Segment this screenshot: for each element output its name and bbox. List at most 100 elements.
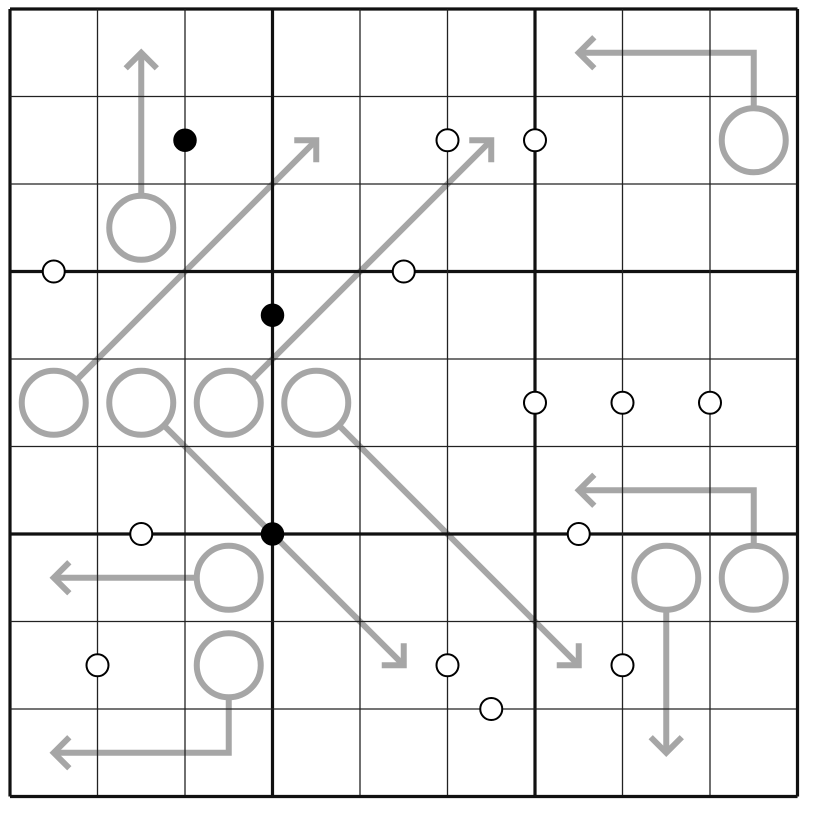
- cell-r7c7[interactable]: [535, 534, 623, 622]
- white-dot: [523, 390, 547, 415]
- arrow-9: [574, 472, 789, 613]
- arrow-shaft: [336, 423, 581, 668]
- arrow-2: [574, 35, 789, 176]
- arrow-shaft: [249, 138, 494, 383]
- cell-r3c4[interactable]: [272, 184, 361, 272]
- black-dot: [260, 522, 285, 546]
- white-dot: [523, 128, 547, 153]
- white-dot: [435, 128, 460, 153]
- cell-r8c9[interactable]: [710, 621, 798, 710]
- arrow-bulb: [106, 192, 177, 263]
- arrow-shaft: [161, 423, 406, 668]
- arrow-head: [648, 735, 684, 757]
- arrows-layer: [18, 35, 789, 771]
- white-dot: [129, 522, 154, 546]
- cell-r7c5[interactable]: [360, 534, 448, 622]
- cell-r9c7[interactable]: [535, 709, 623, 797]
- cell-r5c5[interactable]: [360, 359, 448, 447]
- cell-r8c2[interactable]: [97, 621, 186, 710]
- arrow-bulb: [718, 105, 789, 176]
- black-dot: [173, 128, 197, 152]
- cell-r9c9[interactable]: [710, 709, 798, 797]
- arrow-7: [49, 542, 264, 613]
- cell-r8c1[interactable]: [10, 621, 98, 710]
- cell-r2c3[interactable]: [185, 96, 273, 185]
- cell-r6c6[interactable]: [447, 446, 536, 535]
- cell-r4c6[interactable]: [447, 271, 536, 360]
- white-dot: [435, 653, 460, 678]
- cell-r5c8[interactable]: [622, 359, 711, 447]
- white-dot: [41, 259, 66, 284]
- white-dot: [479, 697, 504, 721]
- arrow-head: [49, 735, 72, 771]
- cell-r4c3[interactable]: [185, 271, 273, 360]
- white-dot: [610, 653, 635, 678]
- cell-r5c9[interactable]: [710, 359, 798, 447]
- arrow-shaft: [74, 138, 319, 383]
- cell-r3c7[interactable]: [535, 184, 623, 272]
- cell-r1c3[interactable]: [185, 9, 273, 97]
- cell-r3c9[interactable]: [710, 184, 798, 272]
- cell-r8c4[interactable]: [272, 621, 361, 710]
- arrow-shaft: [53, 697, 232, 756]
- cell-r4c5[interactable]: [360, 271, 448, 360]
- arrow-8: [49, 630, 264, 771]
- white-dot: [85, 653, 110, 678]
- cell-r1c6[interactable]: [447, 9, 536, 97]
- arrow-head: [574, 472, 597, 508]
- cell-r5c6[interactable]: [447, 359, 536, 447]
- cell-r6c2[interactable]: [97, 446, 186, 535]
- arrow-bulb: [193, 367, 264, 438]
- white-dot: [566, 522, 591, 546]
- cell-r3c8[interactable]: [622, 184, 711, 272]
- cell-r8c6[interactable]: [447, 621, 536, 710]
- arrow-10: [631, 542, 702, 757]
- cell-r6c1[interactable]: [10, 446, 98, 535]
- arrow-head: [469, 137, 495, 163]
- arrow-head: [123, 48, 159, 71]
- cell-r3c1[interactable]: [10, 184, 98, 272]
- arrow-bulb: [106, 367, 177, 438]
- arrow-bulb: [718, 542, 789, 613]
- cell-r6c4[interactable]: [272, 446, 361, 535]
- arrow-5: [106, 367, 407, 669]
- cell-r9c4[interactable]: [272, 709, 361, 797]
- arrow-1: [106, 48, 177, 263]
- white-dot: [698, 390, 722, 415]
- arrow-6: [281, 367, 582, 669]
- cell-r9c5[interactable]: [360, 709, 448, 797]
- dots-layer: [41, 128, 722, 721]
- cell-r4c7[interactable]: [535, 271, 623, 360]
- cell-r4c8[interactable]: [622, 271, 711, 360]
- cell-r1c4[interactable]: [272, 9, 361, 97]
- arrow-3: [18, 137, 320, 438]
- cell-r5c7[interactable]: [535, 359, 623, 447]
- arrow-head: [49, 560, 72, 596]
- cell-r2c5[interactable]: [360, 96, 448, 185]
- cell-r2c7[interactable]: [535, 96, 623, 185]
- arrow-bulb: [281, 367, 352, 438]
- arrow-shaft: [578, 487, 757, 546]
- cells-layer[interactable]: [10, 9, 798, 797]
- arrow-shaft: [578, 49, 757, 109]
- arrow-bulb: [18, 367, 89, 438]
- cell-r1c1[interactable]: [10, 9, 98, 97]
- arrow-bulb: [193, 542, 264, 613]
- arrow-head: [574, 35, 597, 71]
- cell-r1c5[interactable]: [360, 9, 448, 97]
- cell-r2c8[interactable]: [622, 96, 711, 185]
- cell-r4c9[interactable]: [710, 271, 798, 360]
- white-dot: [391, 259, 416, 284]
- arrow-bulb: [631, 542, 702, 613]
- black-dot: [260, 303, 285, 327]
- arrow-head: [556, 643, 582, 669]
- cell-r9c6[interactable]: [447, 709, 536, 797]
- cell-r2c1[interactable]: [10, 96, 98, 185]
- arrow-4: [193, 137, 495, 438]
- arrow-head: [294, 137, 320, 163]
- arrow-bulb: [193, 630, 264, 701]
- cell-r3c6[interactable]: [447, 184, 536, 272]
- cell-r4c1[interactable]: [10, 271, 98, 360]
- white-dot: [610, 390, 635, 415]
